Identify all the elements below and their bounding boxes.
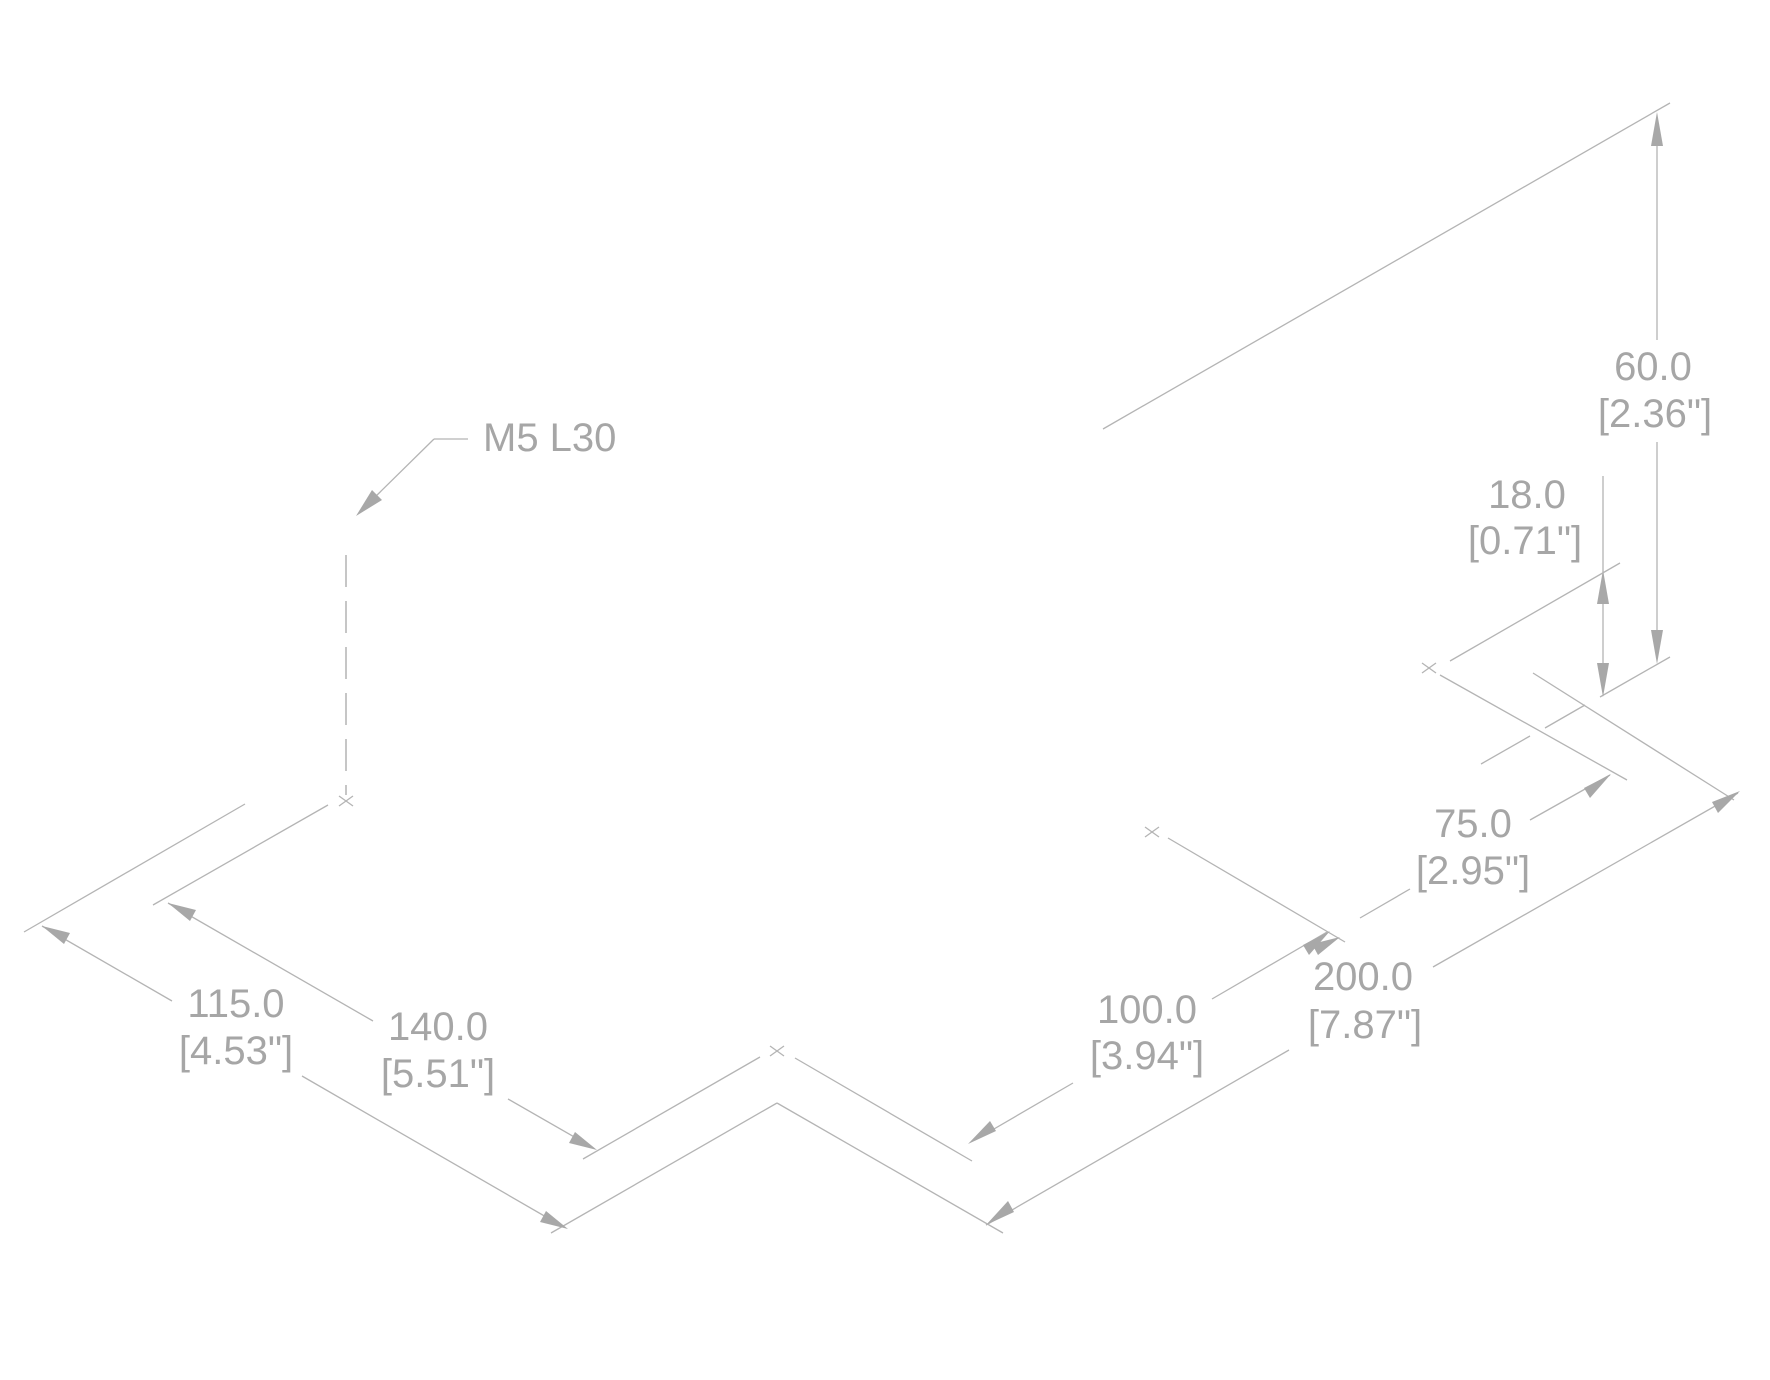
dim-18-value: 18.0: [1488, 473, 1566, 517]
dim-75-value: 75.0: [1434, 802, 1512, 846]
dim-140-lines: [152, 804, 597, 1150]
dim-75-lines: [1359, 774, 1611, 919]
dim-115-inch: [4.53"]: [179, 1029, 293, 1073]
bottom-outline-lines: [550, 1045, 1004, 1234]
right-corner-lines: [1421, 662, 1735, 801]
dim-140-value: 140.0: [388, 1005, 488, 1049]
dim-18-lines: [1449, 476, 1621, 697]
dim-75-inch: [2.95"]: [1416, 849, 1530, 893]
dim-60-lines: [1599, 112, 1671, 698]
callout-leader: [356, 438, 468, 516]
hidden-axis-line: [338, 555, 354, 807]
dim-100-inch: [3.94"]: [1090, 1034, 1204, 1078]
dim-60-value: 60.0: [1614, 345, 1692, 389]
dim-60-inch: [2.36"]: [1598, 392, 1712, 436]
dim-100-value: 100.0: [1097, 988, 1197, 1032]
dim-200-lines: [985, 791, 1740, 1226]
dim-200-value: 200.0: [1313, 955, 1413, 999]
dim-18-inch: [0.71"]: [1468, 519, 1582, 563]
dim-140-inch: [5.51"]: [381, 1052, 495, 1096]
dim-200-inch: [7.87"]: [1308, 1003, 1422, 1047]
dim-100-lines: [968, 826, 1346, 1144]
top-edge-line: [1102, 102, 1671, 430]
dim-115-lines: [23, 803, 568, 1229]
callout-label: M5 L30: [483, 416, 616, 460]
dim-115-value: 115.0: [187, 982, 284, 1026]
